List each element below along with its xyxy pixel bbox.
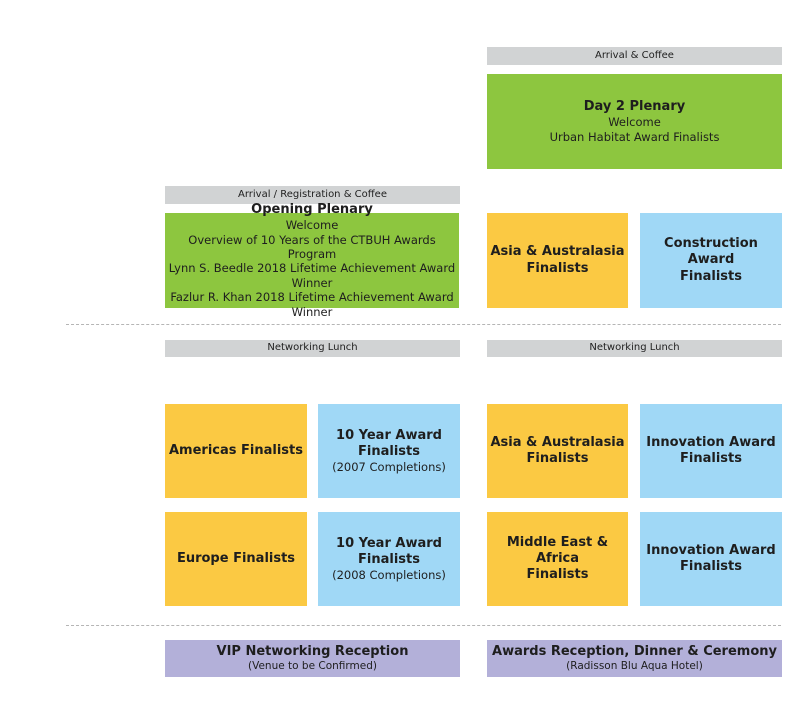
session-title: 10 Year Award Finalists <box>336 535 442 567</box>
session-title: Asia & Australasia <box>490 244 625 260</box>
session-subtitle: (Radisson Blu Aqua Hotel) <box>566 660 703 673</box>
day1-networking-lunch-bar: Networking Lunch <box>165 340 460 357</box>
session-title: VIP Networking Reception <box>216 643 409 659</box>
americas-finalists-box: Americas Finalists <box>165 404 307 498</box>
session-title: 10 Year Award Finalists <box>336 427 442 459</box>
day2-plenary-title: Day 2 Plenary <box>583 99 686 114</box>
day2-plenary-box: Day 2 Plenary Welcome Urban Habitat Awar… <box>487 74 782 169</box>
opening-plenary-title: Opening Plenary <box>251 202 373 218</box>
day2-plenary-line: Urban Habitat Award Finalists <box>549 129 720 144</box>
divider-line <box>66 324 781 325</box>
session-title: Finalists <box>526 567 589 583</box>
lunch-label: Networking Lunch <box>589 342 680 354</box>
lunch-label: Networking Lunch <box>267 342 358 354</box>
session-title: Finalists <box>526 451 589 466</box>
opening-plenary-line: Fazlur R. Khan 2018 Lifetime Achievement… <box>170 290 454 319</box>
session-title: Construction Award <box>664 236 758 268</box>
session-subtitle: (2008 Completions) <box>332 568 446 583</box>
divider-line <box>66 625 781 626</box>
innovation-award-box-2: Innovation Award Finalists <box>640 512 782 606</box>
session-title: Asia & Australasia <box>490 434 625 450</box>
day2-arrival-coffee-bar: Arrival & Coffee <box>487 47 782 65</box>
session-title: Innovation Award <box>646 542 776 558</box>
session-title: Awards Reception, Dinner & Ceremony <box>492 643 777 659</box>
day2-plenary-line: Welcome <box>608 115 661 130</box>
day2-arrival-label: Arrival & Coffee <box>595 49 674 61</box>
ten-year-award-2008-box: 10 Year Award Finalists (2008 Completion… <box>318 512 460 606</box>
opening-plenary-line: Overview of 10 Years of the CTBUH Awards… <box>188 232 436 262</box>
innovation-award-box-1: Innovation Award Finalists <box>640 404 782 498</box>
day2-networking-lunch-bar: Networking Lunch <box>487 340 782 357</box>
day2-asia-australasia-box: Asia & Australasia Finalists <box>487 213 628 308</box>
session-title: Europe Finalists <box>176 550 296 566</box>
ten-year-award-2007-box: 10 Year Award Finalists (2007 Completion… <box>318 404 460 498</box>
opening-plenary-line: Lynn S. Beedle 2018 Lifetime Achievement… <box>168 261 456 290</box>
vip-networking-reception-box: VIP Networking Reception (Venue to be Co… <box>165 640 460 677</box>
session-title: Middle East & Africa <box>506 534 609 566</box>
middle-east-africa-box: Middle East & Africa Finalists <box>487 512 628 606</box>
session-title: Finalists <box>680 559 742 574</box>
session-subtitle: (Venue to be Confirmed) <box>248 660 377 673</box>
session-title: Finalists <box>680 268 742 284</box>
session-title: Innovation Award <box>646 434 776 450</box>
europe-finalists-box: Europe Finalists <box>165 512 307 606</box>
construction-award-box: Construction Award Finalists <box>640 213 782 308</box>
awards-reception-box: Awards Reception, Dinner & Ceremony (Rad… <box>487 640 782 677</box>
session-subtitle: (2007 Completions) <box>332 460 446 475</box>
session-title: Finalists <box>680 451 742 466</box>
day1-arrival-label: Arrival / Registration & Coffee <box>238 188 387 200</box>
day1-arrival-registration-bar: Arrival / Registration & Coffee <box>165 186 460 204</box>
session-title: Americas Finalists <box>169 442 303 458</box>
day2-afternoon-asia-box: Asia & Australasia Finalists <box>487 404 628 498</box>
opening-plenary-box: Opening Plenary Welcome Overview of 10 Y… <box>165 202 459 319</box>
opening-plenary-line: Welcome <box>285 218 339 233</box>
session-title: Finalists <box>526 260 589 276</box>
